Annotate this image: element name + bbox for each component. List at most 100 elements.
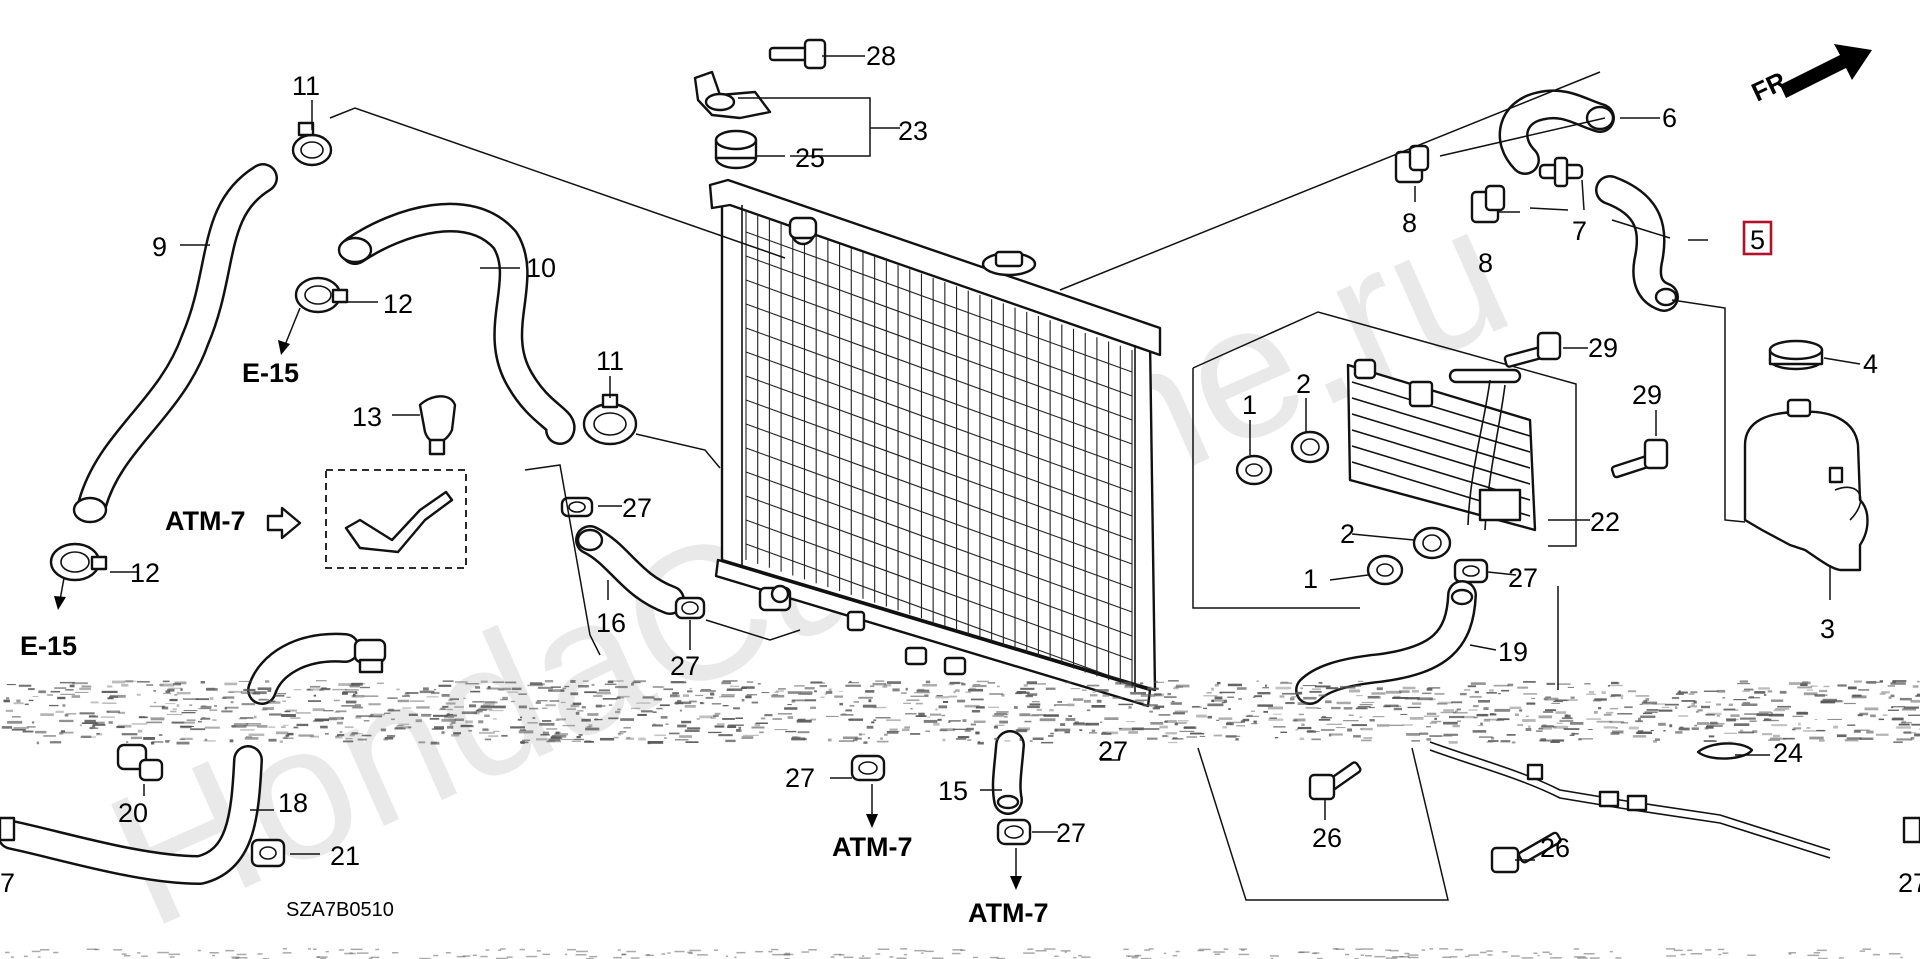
scan-noise-band <box>1 680 1920 959</box>
callout-10: 10 <box>526 253 556 283</box>
callout-9: 9 <box>152 232 167 262</box>
reference-e15-lower: E-15 <box>20 631 77 661</box>
clip-24 <box>1696 742 1754 760</box>
radiator-core <box>745 210 1133 688</box>
reserve-tank-3 <box>1743 398 1869 572</box>
hose-clamp-11-upper <box>291 121 333 167</box>
reference-atm7-bottom: ATM-7 <box>968 898 1049 928</box>
callout-24: 24 <box>1773 738 1803 768</box>
reference-e15-upper: E-15 <box>242 358 299 388</box>
edge-clip-right <box>1902 816 1920 844</box>
callout-20: 20 <box>118 798 148 828</box>
callout-21: 21 <box>330 841 360 871</box>
callout-8-upper: 8 <box>1402 208 1417 238</box>
atf-cooler-22 <box>1346 358 1537 532</box>
hose-18 <box>0 745 263 885</box>
joint-7 <box>1538 156 1584 188</box>
callout-28: 28 <box>866 41 896 71</box>
callout-26-right: 26 <box>1540 833 1570 863</box>
callout-2-lower: 2 <box>1340 519 1355 549</box>
hose-clamp-27-c <box>850 754 886 782</box>
atm-bracket-box <box>266 469 467 569</box>
grommet-1-upper <box>1235 454 1273 486</box>
reference-arrows <box>54 307 1022 890</box>
callout-29-lower: 29 <box>1632 380 1662 410</box>
leader-lines <box>110 55 1861 861</box>
atf-hose-19 <box>1295 580 1477 705</box>
callout-27-d: 27 <box>1056 818 1086 848</box>
hose-clamp-27-b <box>674 596 706 620</box>
grommet-1-lower <box>1366 554 1404 586</box>
atf-cooler-group-box <box>1192 311 1577 901</box>
siphon-tube-6 <box>1498 89 1615 175</box>
hose-clamp-27-a <box>560 496 594 518</box>
front-direction-arrow: FR. <box>1747 44 1872 107</box>
callout-26-left: 26 <box>1312 823 1342 853</box>
front-direction-label: FR. <box>1747 63 1798 108</box>
bolt-26-left <box>1308 761 1362 801</box>
diagram-code: SZA7B0510 <box>286 899 394 921</box>
callout-1-upper: 1 <box>1242 390 1257 420</box>
clip-8-upper <box>1394 144 1430 184</box>
clamp-20 <box>116 743 164 782</box>
callout-3: 3 <box>1820 614 1835 644</box>
callout-27-e: 27 <box>1508 563 1538 593</box>
callout-12-lower: 12 <box>130 558 160 588</box>
reference-labels: E-15 E-15 ATM-7 ATM-7 ATM-7 SZA7B0510 <box>20 358 1049 928</box>
bolt-29-lower <box>1610 438 1669 479</box>
cushion-2-upper <box>1290 430 1330 464</box>
radiator <box>708 178 1162 708</box>
cushion-2-lower <box>1412 526 1452 560</box>
radiator-mount-cushion <box>714 129 758 170</box>
clip-21 <box>250 838 286 868</box>
clip-8-lower <box>1470 184 1506 224</box>
callout-8-lower: 8 <box>1478 248 1493 278</box>
callout-13: 13 <box>352 402 382 432</box>
callout-12-upper: 12 <box>383 289 413 319</box>
callout-29-upper: 29 <box>1588 333 1618 363</box>
siphon-hose-5 <box>1595 175 1679 312</box>
callout-11-upper: 11 <box>292 71 320 101</box>
bracket-13 <box>418 395 457 456</box>
cooler-fins <box>1351 381 1531 517</box>
edge-clip-left <box>0 816 16 842</box>
hose-clamp-lower-left <box>353 638 387 674</box>
callout-4: 4 <box>1863 349 1878 379</box>
lower-radiator-hose-10 <box>337 202 576 445</box>
callout-1-lower: 1 <box>1303 564 1318 594</box>
hose-clamp-12-lower <box>49 542 108 582</box>
callout-6: 6 <box>1662 103 1677 133</box>
callout-7-edge: 7 <box>0 868 15 898</box>
callout-7: 7 <box>1572 216 1587 246</box>
upper-radiator-hose-9 <box>72 163 278 524</box>
hose-clamp-12-upper <box>294 276 349 314</box>
callouts: 28 23 25 11 9 10 12 13 11 12 27 16 27 20… <box>0 41 1920 898</box>
callout-16: 16 <box>596 608 626 638</box>
bolt-28 <box>768 38 827 70</box>
reserve-tank-cap-4 <box>1768 339 1824 371</box>
callout-2-upper: 2 <box>1296 369 1311 399</box>
atf-pipe-lower <box>1429 741 1831 859</box>
hose-15 <box>991 730 1025 815</box>
callout-25: 25 <box>795 143 825 173</box>
callout-15: 15 <box>938 776 968 806</box>
reference-atm7-left: ATM-7 <box>165 506 246 536</box>
radiator-mount-bracket <box>693 70 772 120</box>
callout-18: 18 <box>278 788 308 818</box>
reference-atm7-mid: ATM-7 <box>832 832 913 862</box>
callout-27-f: 27 <box>1098 736 1128 766</box>
callout-23: 23 <box>898 116 928 146</box>
callout-5-highlight: 5 <box>1742 220 1773 256</box>
callout-27-b: 27 <box>670 651 700 681</box>
callout-5: 5 <box>1750 225 1765 255</box>
bolt-29-upper <box>1503 331 1562 368</box>
callout-22: 22 <box>1590 507 1620 537</box>
hose-clamp-27-d <box>996 818 1032 846</box>
callout-27-edge: 27 <box>1898 868 1920 898</box>
atf-hose-16 <box>575 525 685 615</box>
callout-19: 19 <box>1498 637 1528 667</box>
hose-clamp-27-e <box>1453 558 1489 584</box>
callout-11-lower: 11 <box>596 346 624 376</box>
hose-clamp-11-lower <box>582 393 638 446</box>
